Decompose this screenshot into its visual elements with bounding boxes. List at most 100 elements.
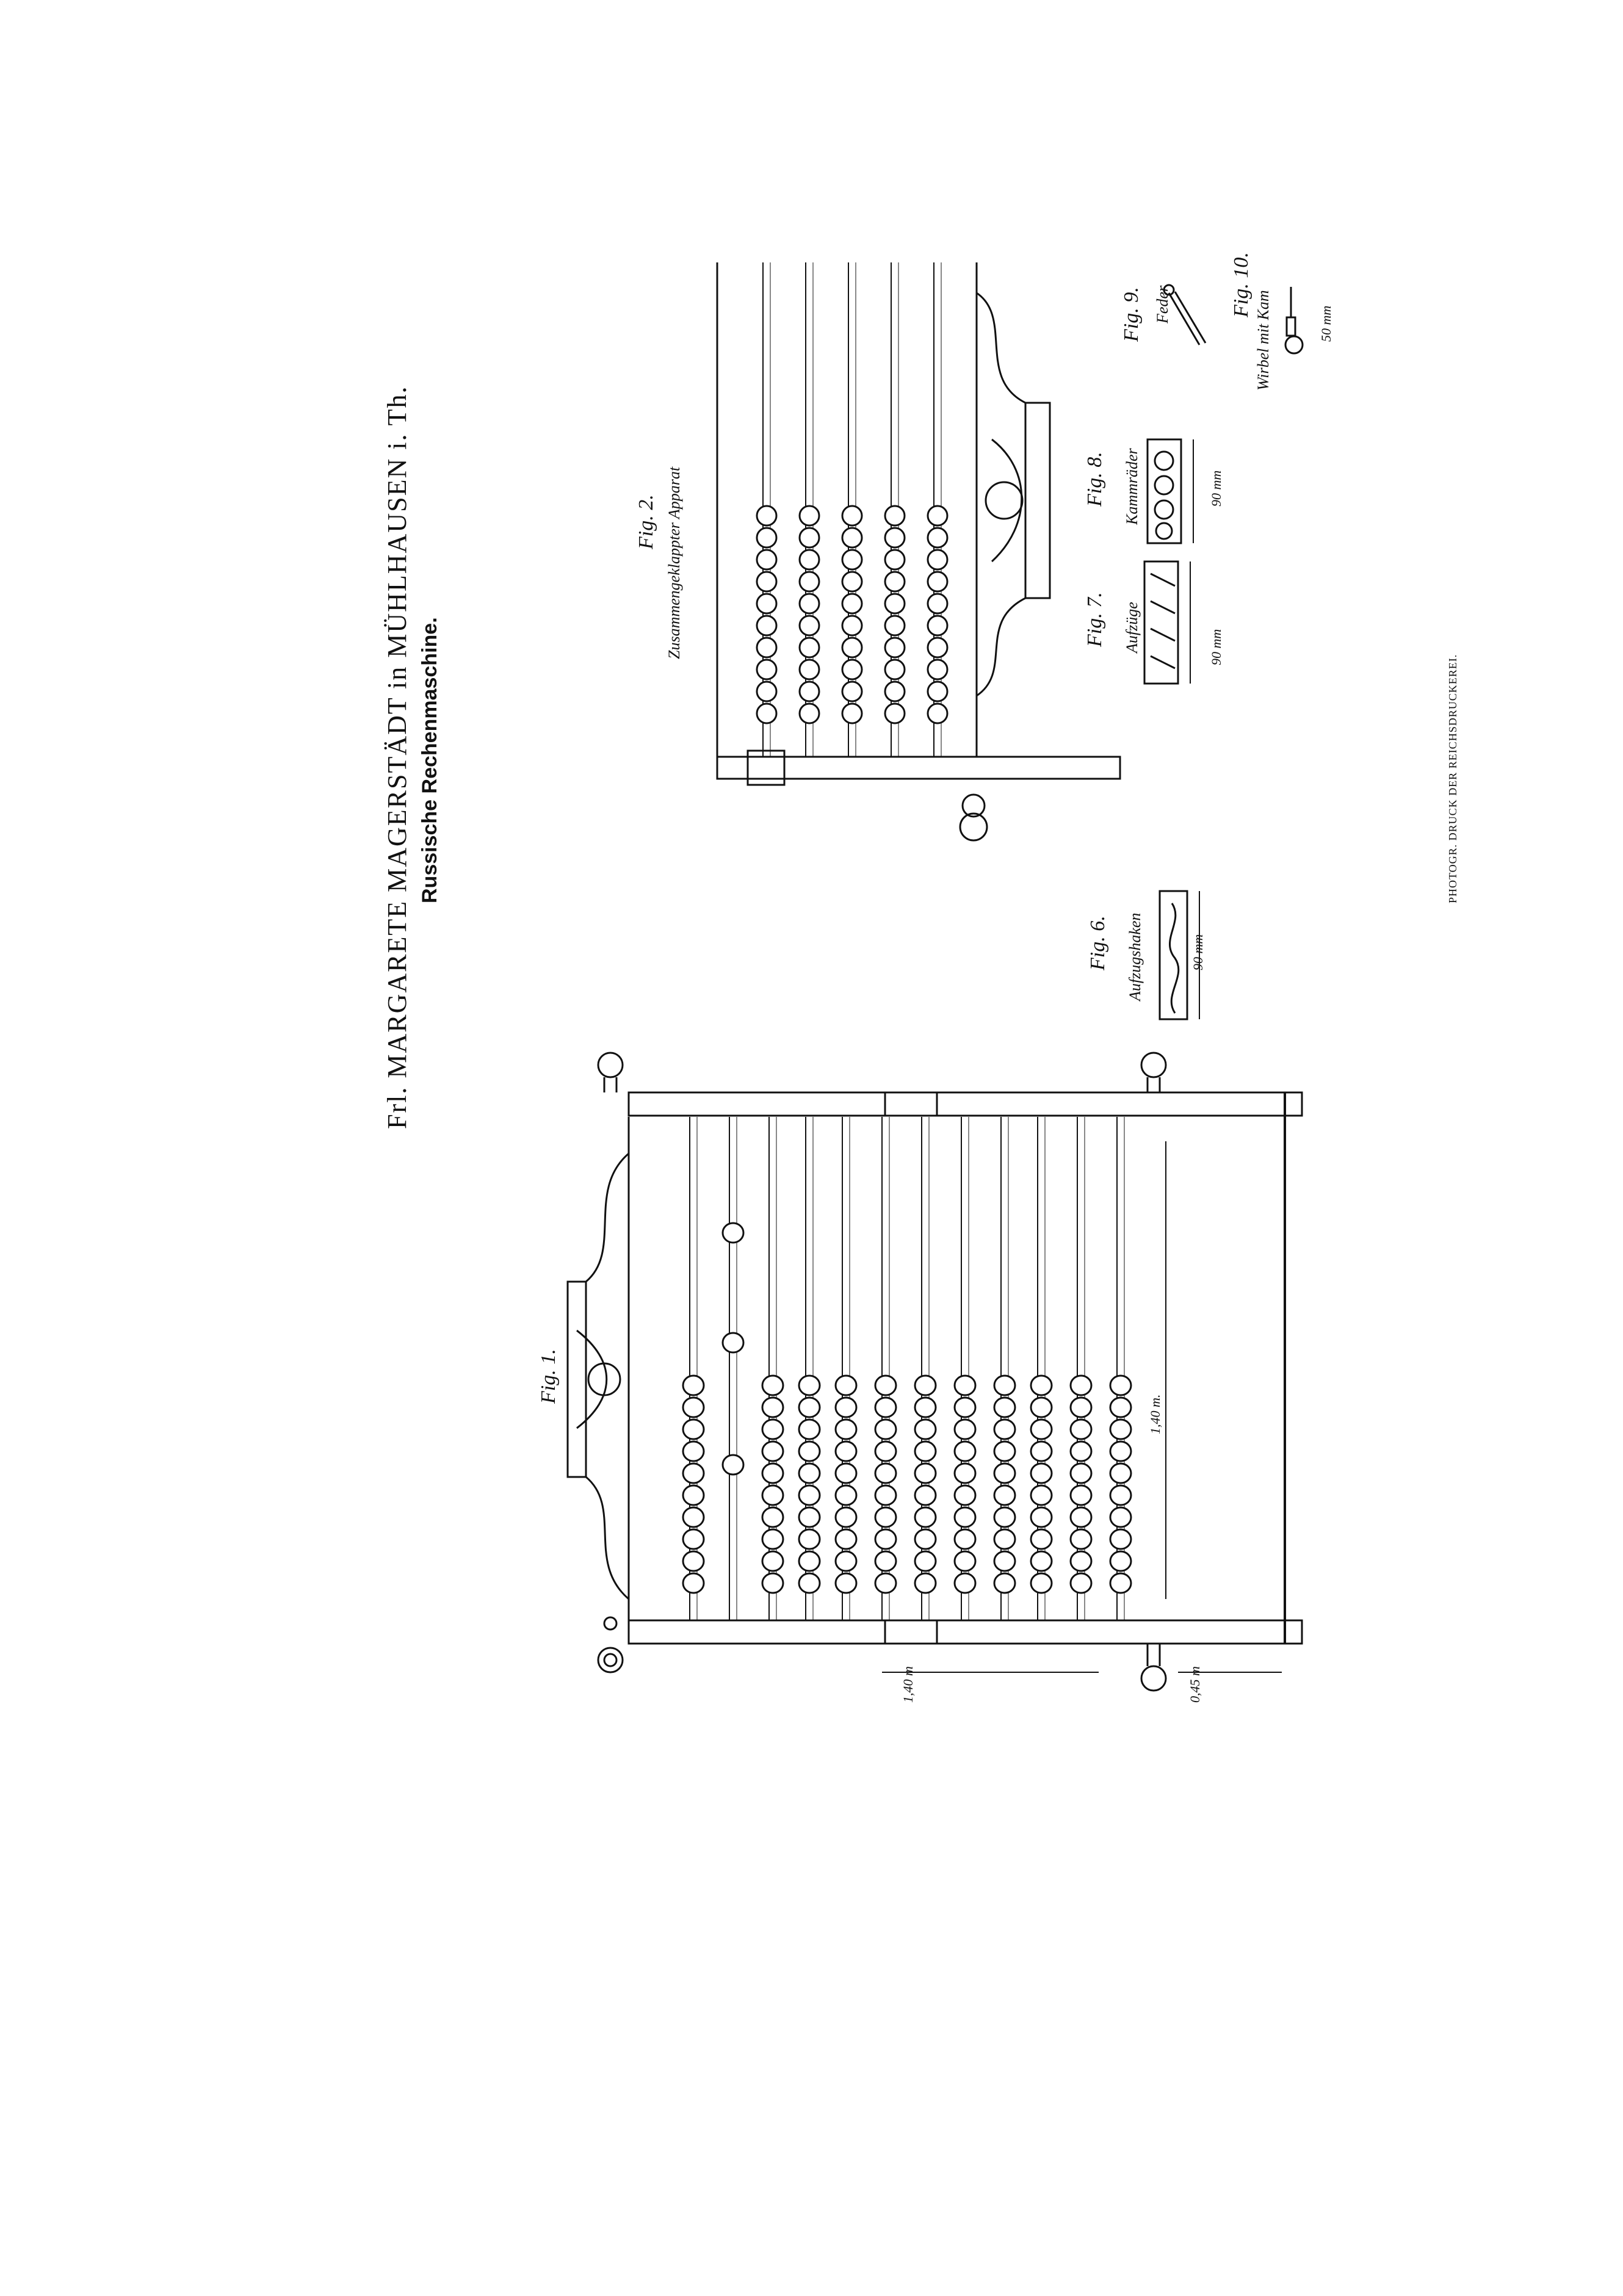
abacus-bead xyxy=(761,1440,784,1462)
fig6-drawing xyxy=(1159,890,1200,1020)
folded-bead xyxy=(756,615,778,637)
abacus-bead xyxy=(761,1418,784,1440)
folded-bead xyxy=(756,702,778,724)
abacus-bead xyxy=(953,1418,977,1440)
folded-bead xyxy=(927,571,949,593)
abacus-bead xyxy=(798,1506,821,1528)
abacus-bead xyxy=(1109,1374,1132,1396)
abacus-bead xyxy=(761,1374,784,1396)
abacus-bead xyxy=(721,1454,745,1476)
folded-bead xyxy=(927,615,949,637)
abacus-bead xyxy=(914,1572,937,1594)
folded-bead xyxy=(756,680,778,702)
abacus-bead xyxy=(1069,1528,1093,1550)
abacus-bead xyxy=(914,1550,937,1572)
abacus-bead xyxy=(953,1440,977,1462)
abacus-bead xyxy=(834,1440,858,1462)
folded-bead xyxy=(841,593,863,615)
abacus-bead xyxy=(761,1572,784,1594)
abacus-bead xyxy=(761,1484,784,1506)
abacus-bead xyxy=(682,1484,705,1506)
abacus-bead xyxy=(993,1440,1016,1462)
abacus-bead xyxy=(682,1440,705,1462)
folded-bead xyxy=(798,615,820,637)
abacus-bead xyxy=(834,1528,858,1550)
folded-bead xyxy=(756,527,778,549)
abacus-bead xyxy=(834,1484,858,1506)
abacus-bead xyxy=(914,1528,937,1550)
folded-bead xyxy=(798,659,820,680)
abacus-bead xyxy=(874,1418,897,1440)
abacus-bead xyxy=(953,1396,977,1418)
folded-bead xyxy=(841,702,863,724)
abacus-bead xyxy=(953,1550,977,1572)
abacus-bead xyxy=(993,1506,1016,1528)
abacus-bead xyxy=(874,1506,897,1528)
abacus-bead xyxy=(993,1396,1016,1418)
abacus-bead xyxy=(1109,1462,1132,1484)
abacus-bead xyxy=(914,1462,937,1484)
abacus-bead xyxy=(682,1374,705,1396)
abacus-bead xyxy=(1069,1396,1093,1418)
abacus-bead xyxy=(1109,1396,1132,1418)
abacus-bead xyxy=(1030,1374,1053,1396)
abacus-bead xyxy=(914,1418,937,1440)
folded-bead xyxy=(798,527,820,549)
fig1-beads xyxy=(682,1222,1132,1594)
folded-bead xyxy=(841,615,863,637)
abacus-bead xyxy=(798,1572,821,1594)
folded-bead xyxy=(798,571,820,593)
folded-bead xyxy=(841,549,863,571)
folded-bead xyxy=(841,505,863,527)
abacus-bead xyxy=(682,1506,705,1528)
abacus-bead xyxy=(1109,1506,1132,1528)
abacus-bead xyxy=(1069,1374,1093,1396)
folded-bead xyxy=(884,615,906,637)
abacus-bead xyxy=(953,1484,977,1506)
folded-bead xyxy=(798,505,820,527)
abacus-bead xyxy=(834,1396,858,1418)
abacus-bead xyxy=(761,1506,784,1528)
abacus-bead xyxy=(993,1418,1016,1440)
abacus-bead xyxy=(914,1374,937,1396)
abacus-bead xyxy=(761,1396,784,1418)
folded-bead xyxy=(798,680,820,702)
folded-bead xyxy=(884,680,906,702)
abacus-bead xyxy=(953,1572,977,1594)
folded-bead xyxy=(756,549,778,571)
abacus-bead xyxy=(682,1550,705,1572)
abacus-bead xyxy=(834,1506,858,1528)
abacus-bead xyxy=(1109,1440,1132,1462)
folded-bead xyxy=(756,659,778,680)
abacus-bead xyxy=(993,1572,1016,1594)
folded-bead xyxy=(927,637,949,659)
abacus-bead xyxy=(1030,1440,1053,1462)
abacus-bead xyxy=(1069,1506,1093,1528)
abacus-bead xyxy=(874,1572,897,1594)
folded-bead xyxy=(884,593,906,615)
folded-bead xyxy=(756,637,778,659)
folded-bead xyxy=(841,637,863,659)
abacus-bead xyxy=(761,1462,784,1484)
abacus-bead xyxy=(1030,1550,1053,1572)
abacus-bead xyxy=(1109,1418,1132,1440)
folded-bead xyxy=(884,571,906,593)
folded-bead xyxy=(798,637,820,659)
abacus-bead xyxy=(721,1222,745,1244)
abacus-bead xyxy=(874,1528,897,1550)
abacus-bead xyxy=(834,1572,858,1594)
abacus-bead xyxy=(798,1418,821,1440)
abacus-bead xyxy=(1030,1572,1053,1594)
fig10-drawing xyxy=(1284,287,1304,355)
folded-bead xyxy=(841,571,863,593)
folded-bead xyxy=(927,593,949,615)
folded-bead xyxy=(927,680,949,702)
abacus-bead xyxy=(953,1462,977,1484)
abacus-bead xyxy=(874,1484,897,1506)
abacus-bead xyxy=(1030,1396,1053,1418)
abacus-bead xyxy=(682,1462,705,1484)
abacus-bead xyxy=(914,1484,937,1506)
abacus-bead xyxy=(993,1484,1016,1506)
abacus-bead xyxy=(1030,1418,1053,1440)
